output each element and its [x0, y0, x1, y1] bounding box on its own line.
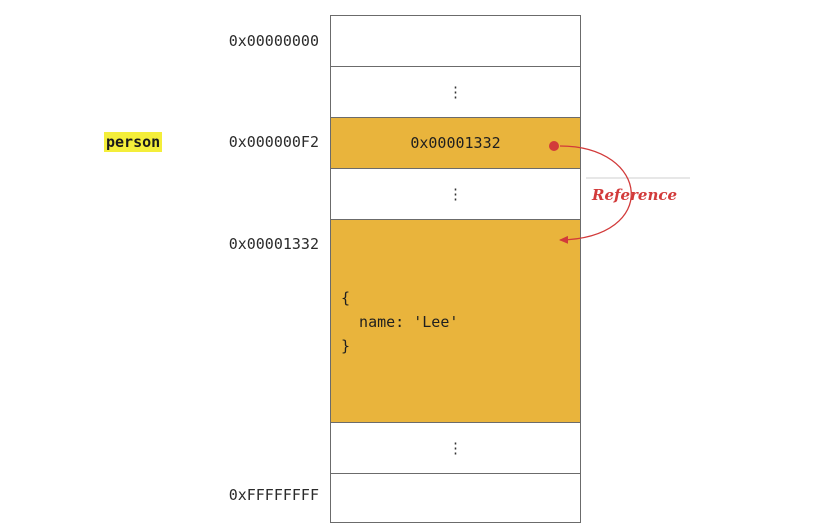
reference-label: Reference — [592, 186, 678, 204]
address-first: 0x00000000 — [228, 32, 319, 50]
variable-name-person: person — [104, 132, 163, 152]
object-literal: { name: 'Lee' } — [341, 289, 459, 355]
memory-cell-last — [330, 473, 581, 523]
address-object-start: 0x00001332 — [228, 235, 319, 253]
ellipsis: ⋮ — [448, 439, 463, 457]
person-cell-value: 0x00001332 — [410, 134, 501, 152]
address-person-slot: 0x000000F2 — [228, 133, 319, 151]
ellipsis: ⋮ — [448, 185, 463, 203]
reference-origin-dot — [549, 141, 559, 151]
memory-cell-object: { name: 'Lee' } — [330, 219, 581, 423]
address-last: 0xFFFFFFFF — [228, 486, 319, 504]
memory-cell-person: 0x00001332 — [330, 117, 581, 169]
ellipsis: ⋮ — [448, 83, 463, 101]
reference-curve — [559, 145, 632, 244]
